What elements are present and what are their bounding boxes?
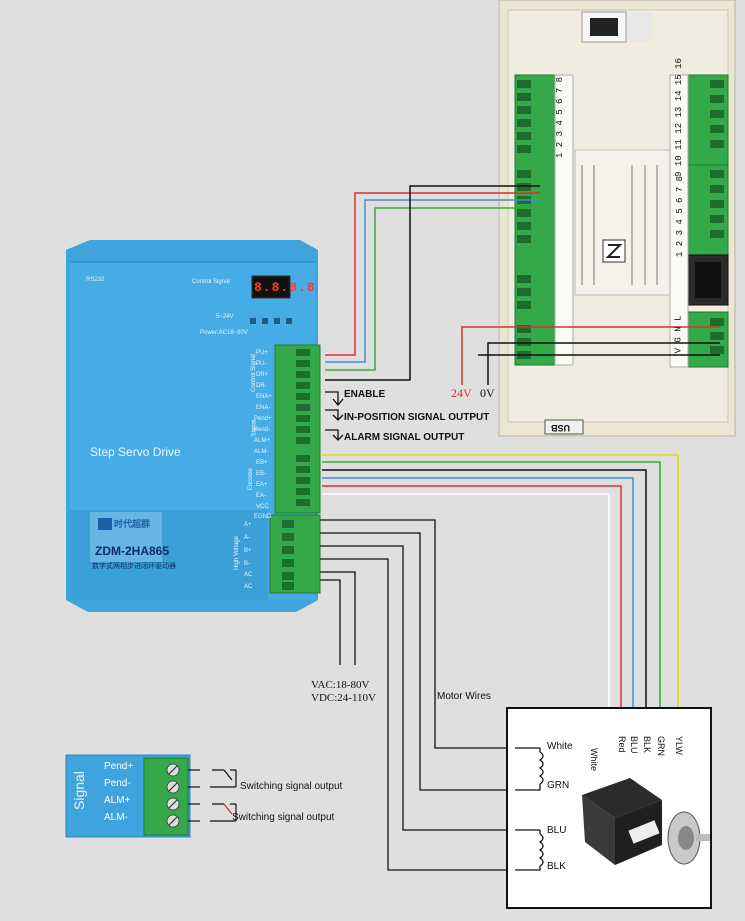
pin-ena-minus: ENA- bbox=[256, 405, 271, 411]
coil-label-grn: GRN bbox=[547, 780, 570, 791]
wire-label-blk: BLK bbox=[642, 736, 652, 754]
pin-pu-minus: PU- bbox=[256, 361, 267, 367]
pin-eb-plus: EB+ bbox=[256, 460, 268, 466]
v0-label: 0V bbox=[480, 386, 495, 400]
model-subtitle: 数字式两相步进闭环驱动器 bbox=[92, 563, 176, 570]
controller-top-numbers: 1 2 3 4 5 6 7 8 bbox=[555, 76, 566, 159]
alarm-label: ALARM SIGNAL OUTPUT bbox=[344, 432, 465, 443]
model-name: ZDM-2HA865 bbox=[95, 544, 170, 558]
pin-ea-plus: EA+ bbox=[256, 482, 268, 488]
led-display: 8.8.8.8 bbox=[254, 280, 316, 295]
signal-inset bbox=[65, 754, 237, 838]
wire-label-ylw: YLW bbox=[674, 736, 684, 755]
pin-b-plus: B+ bbox=[244, 548, 252, 554]
in-position-label: IN-POSITION SIGNAL OUTPUT bbox=[344, 412, 490, 423]
product-name: Step Servo Drive bbox=[90, 445, 181, 459]
motor-wires bbox=[320, 519, 515, 871]
pin-a-minus: A- bbox=[244, 535, 250, 541]
encoder-wires bbox=[322, 454, 679, 735]
group-hv-label: High Voltage bbox=[234, 535, 241, 571]
pin-ea-minus: EA- bbox=[256, 493, 267, 499]
wire-label-red: Red bbox=[617, 736, 627, 753]
pin-b-minus: B- bbox=[244, 561, 250, 567]
inset-pin-alm-plus: ALM+ bbox=[104, 795, 131, 806]
vdc-label: VDC:24-110V bbox=[311, 692, 376, 704]
motor-wires-label: Motor Wires bbox=[437, 691, 491, 702]
usb-label: USB bbox=[551, 423, 571, 433]
wire-label-white: White bbox=[589, 748, 599, 772]
wire-label-grn: GRN bbox=[656, 736, 666, 756]
signal-leads bbox=[325, 391, 344, 441]
controller-right-numbers: 9 10 11 12 13 14 15 16 bbox=[673, 58, 684, 177]
brand-name: 时代超群 bbox=[114, 519, 151, 529]
pin-a-plus: A+ bbox=[244, 522, 252, 528]
rs232-label: RS232 bbox=[86, 277, 105, 283]
coil-label-blk: BLK bbox=[547, 861, 566, 872]
pin-pend-plus: Pend+ bbox=[254, 416, 272, 422]
group-encoder-label: Encoder bbox=[248, 467, 255, 491]
controller-board bbox=[498, 0, 736, 437]
inset-pin-pend-minus: Pend- bbox=[104, 778, 131, 789]
pin-pend-minus: Pend- bbox=[254, 427, 271, 433]
pin-vcc: VCC bbox=[256, 504, 269, 510]
inset-signal-label: Signal bbox=[71, 771, 87, 810]
v24-label: 24V bbox=[451, 386, 472, 400]
pin-alm-plus: ALM+ bbox=[254, 438, 270, 444]
coil-label-blu: BLU bbox=[547, 825, 567, 836]
pin-pu-plus: PU+ bbox=[256, 350, 268, 356]
inset-output-2: Switching signal output bbox=[232, 812, 335, 823]
pin-dr-plus: DR+ bbox=[256, 372, 269, 378]
vac-label: VAC:18-80V bbox=[311, 679, 370, 691]
pin-alm-minus: ALM- bbox=[254, 449, 269, 455]
pin-eb-minus: EB- bbox=[256, 471, 267, 477]
controller-right-lower-numbers: 1 2 3 4 5 6 7 8 bbox=[675, 175, 686, 258]
voltage-label: 5~24V bbox=[216, 314, 234, 320]
driver-body bbox=[66, 240, 321, 612]
enable-label: ENABLE bbox=[344, 389, 386, 400]
power-label: Power:AC18~80V bbox=[200, 330, 248, 336]
pin-ac-1: AC bbox=[244, 572, 253, 578]
motor-box bbox=[506, 707, 712, 909]
control-wires bbox=[325, 185, 720, 385]
control-signal-title: Control Signal bbox=[192, 279, 230, 285]
inset-output-1: Switching signal output bbox=[240, 781, 343, 792]
pin-ena-plus: ENA+ bbox=[256, 394, 272, 400]
pin-dr-minus: DR- bbox=[256, 383, 267, 389]
pin-egnd: EGND bbox=[254, 514, 272, 520]
pin-ac-2: AC bbox=[244, 584, 253, 590]
controller-power-pins: V G N L bbox=[673, 315, 684, 354]
inset-pin-pend-plus: Pend+ bbox=[104, 761, 134, 772]
inset-pin-alm-minus: ALM- bbox=[104, 812, 128, 823]
wire-label-blu: BLU bbox=[629, 736, 639, 754]
coil-label-white: White bbox=[547, 741, 573, 752]
